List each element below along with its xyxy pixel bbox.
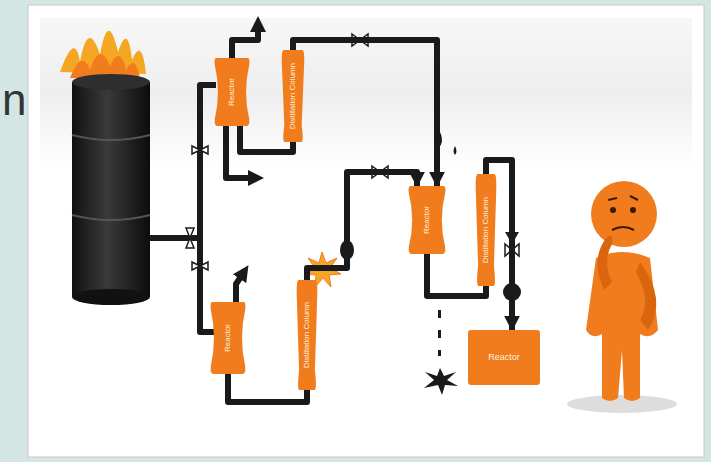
panel — [28, 5, 704, 457]
confused-person — [567, 181, 677, 413]
node-label: Reactor — [423, 206, 432, 234]
node-label: Distillation Column — [482, 197, 491, 263]
reactor-vessel: Reactor — [468, 330, 540, 385]
node-label: Distillation Column — [303, 302, 312, 368]
pipe-connector — [293, 40, 437, 186]
oil-barrel — [60, 31, 150, 305]
distillation-column: Distillation Column — [296, 280, 318, 390]
node-label: Reactor — [228, 78, 237, 106]
node-label: Distillation Column — [289, 63, 298, 129]
pipe-connector — [427, 254, 486, 296]
pipe-connector — [307, 172, 417, 280]
node-label: Reactor — [224, 324, 233, 352]
feed-pipes — [150, 24, 258, 332]
slide-title-fragment: n — [2, 78, 26, 122]
reactor-vessel: Reactor — [210, 302, 246, 374]
reactor-vessel: Reactor — [408, 186, 446, 254]
distillation-column: Distillation Column — [475, 174, 497, 286]
drips — [340, 128, 521, 395]
node-label: Reactor — [488, 353, 520, 363]
pipe-connector — [228, 374, 307, 402]
distillation-column: Distillation Column — [281, 50, 305, 142]
reactor-vessel: Reactor — [214, 58, 250, 126]
valve-symbols — [186, 34, 519, 270]
